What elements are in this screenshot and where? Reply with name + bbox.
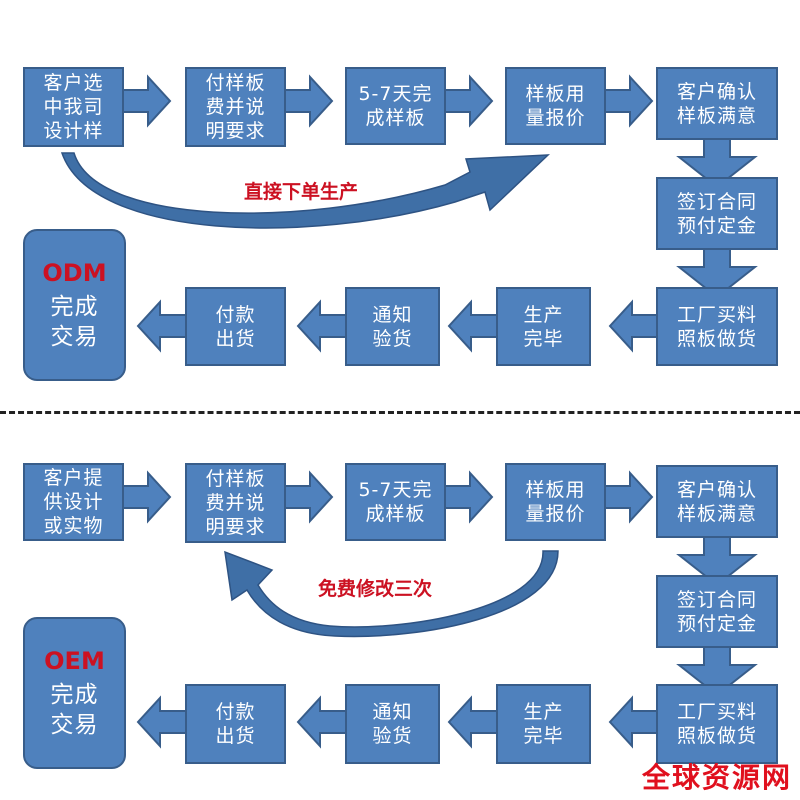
arrow-left-icon (448, 697, 498, 747)
odm-step-production-done: 生产 完毕 (496, 287, 591, 366)
odm-step-confirm-sample: 客户确认 样板满意 (656, 67, 778, 140)
arrow-right-icon (603, 76, 653, 126)
arrow-left-icon (297, 301, 347, 351)
arrow-right-icon (121, 76, 171, 126)
oem-arrows (121, 472, 756, 747)
oem-step-quote: 样板用 量报价 (505, 463, 606, 541)
oem-brand-label: OEM (44, 647, 105, 675)
odm-step-factory-produce: 工厂买料 照板做货 (656, 287, 778, 366)
arrow-right-icon (603, 472, 653, 522)
odm-step-payment-shipping: 付款 出货 (185, 287, 286, 366)
oem-step-payment-shipping: 付款 出货 (185, 684, 286, 764)
odm-step-quote: 样板用 量报价 (505, 67, 606, 145)
oem-step-make-sample: 5-7天完 成样板 (345, 463, 446, 541)
arrow-left-icon (609, 697, 659, 747)
odm-step-pay-sample-fee: 付样板 费并说 明要求 (185, 67, 286, 147)
oem-step-production-done: 生产 完毕 (496, 684, 591, 764)
arrow-right-icon (443, 76, 493, 126)
arrow-left-icon (448, 301, 498, 351)
oem-step-confirm-sample: 客户确认 样板满意 (656, 465, 778, 538)
odm-arrows (60, 76, 756, 351)
arrow-left-icon (137, 697, 187, 747)
watermark-logo: 全球资源网 (641, 761, 792, 794)
oem-step-pay-sample-fee: 付样板 费并说 明要求 (185, 463, 286, 543)
arrow-right-icon (121, 472, 171, 522)
odm-step-select-design: 客户选 中我司 设计样 (23, 67, 124, 147)
oem-step-provide-design: 客户提 供设计 或实物 (23, 463, 124, 541)
oem-step-sign-contract: 签订合同 预付定金 (656, 575, 778, 648)
arrow-left-icon (609, 301, 659, 351)
odm-end-node: ODM 完成 交易 (23, 229, 126, 381)
arrow-right-icon (283, 76, 333, 126)
oem-end-text: 完成 交易 (50, 682, 99, 738)
oem-step-factory-produce: 工厂买料 照板做货 (656, 684, 778, 764)
section-divider (0, 411, 800, 414)
odm-step-inspection: 通知 验货 (345, 287, 440, 366)
arrow-left-icon (137, 301, 187, 351)
arrow-right-icon (443, 472, 493, 522)
oem-step-inspection: 通知 验货 (345, 684, 440, 764)
oem-curve-label: 免费修改三次 (318, 578, 433, 600)
odm-end-text: 完成 交易 (50, 294, 99, 350)
arrow-right-icon (283, 472, 333, 522)
odm-curve-label: 直接下单生产 (244, 181, 359, 203)
curved-arrow-icon (60, 152, 550, 229)
curved-arrow-icon (224, 550, 559, 638)
odm-brand-label: ODM (42, 259, 107, 287)
odm-step-make-sample: 5-7天完 成样板 (345, 67, 446, 145)
oem-end-node: OEM 完成 交易 (23, 617, 126, 769)
arrow-left-icon (297, 697, 347, 747)
odm-step-sign-contract: 签订合同 预付定金 (656, 177, 778, 250)
